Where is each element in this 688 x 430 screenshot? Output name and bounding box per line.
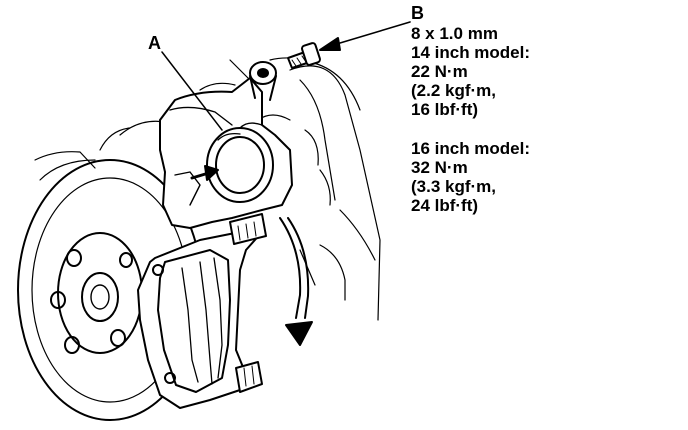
callout-b: B: [411, 3, 424, 23]
bolt-mount: [249, 61, 277, 101]
model-14-torque-kgfm: (2.2 kgf·m,: [411, 81, 497, 100]
caliper-bolt: [287, 42, 321, 69]
model-16-torque-lbfft: 24 lbf·ft): [411, 196, 479, 215]
leader-line-a: [161, 51, 223, 131]
model-14-torque-nm: 22 N·m: [411, 62, 468, 81]
model-16-torque-kgfm: (3.3 kgf·m,: [411, 177, 497, 196]
callout-a: A: [148, 33, 161, 53]
torque-spec-block: 8 x 1.0 mm 14 inch model: 22 N·m (2.2 kg…: [411, 24, 530, 215]
caliper-piston: [206, 127, 274, 203]
bolt-size: 8 x 1.0 mm: [411, 24, 498, 43]
leader-line-b: [329, 21, 411, 47]
model-16-heading: 16 inch model:: [411, 139, 531, 158]
model-16-torque-nm: 32 N·m: [411, 158, 468, 177]
caliper-bracket: [137, 213, 267, 409]
pivot-arrow: [279, 217, 313, 346]
model-14-heading: 14 inch model:: [411, 43, 531, 62]
model-14-torque-lbfft: 16 lbf·ft): [411, 100, 479, 119]
